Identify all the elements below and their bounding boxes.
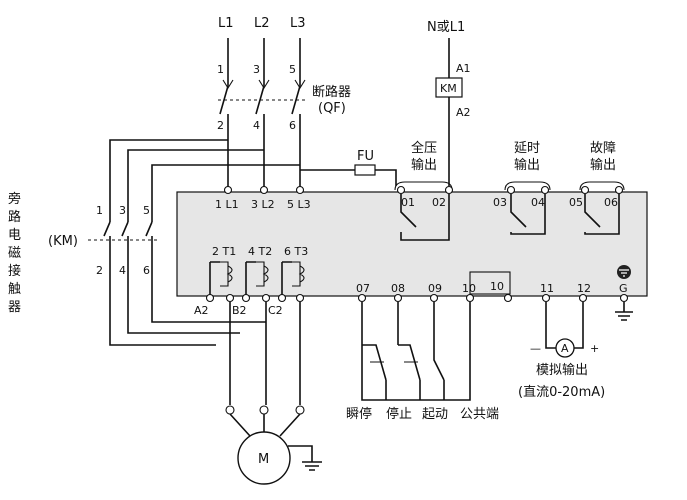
analog-range: (直流0-20mA) <box>518 385 605 400</box>
bypass-contactor-km: 旁 路 电 磁 接 触 器 (KM) 1 3 5 2 4 6 <box>8 191 158 315</box>
terminal-08-label: 08 <box>391 282 405 295</box>
input-label-l3: 5 L3 <box>287 198 311 211</box>
km-pin-4: 4 <box>119 264 126 277</box>
bypass-char-4: 磁 <box>8 246 21 261</box>
input-terminal-l2 <box>259 185 269 195</box>
terminal-12-label: 12 <box>577 282 591 295</box>
contact-02-label: 02 <box>432 196 446 209</box>
motor-label: M <box>258 452 269 467</box>
breaker-code: (QF) <box>318 101 346 116</box>
qf-pin-3: 3 <box>253 63 260 76</box>
analog-plus: + <box>590 342 599 355</box>
ammeter-label: A <box>561 342 569 355</box>
terminal-07-label: 07 <box>356 282 370 295</box>
terminal-11-label: 11 <box>540 282 554 295</box>
km-pin-1: 1 <box>96 204 103 217</box>
km-pin-5: 5 <box>143 204 150 217</box>
motor-feed: M <box>225 302 322 485</box>
bypass-char-6: 触 <box>8 282 21 297</box>
km-pin-6: 6 <box>143 264 150 277</box>
circuit-breaker-qf: 1 3 5 2 4 6 断路器 (QF) <box>217 38 351 188</box>
contact-06-label: 06 <box>604 196 618 209</box>
qf-pin-5: 5 <box>289 63 296 76</box>
input-label-l1: 1 L1 <box>215 198 239 211</box>
bypass-term-b2-label: B2 <box>232 304 247 317</box>
soft-starter-unit <box>176 191 648 297</box>
delay-label-2: 输出 <box>514 157 540 173</box>
ammeter-icon <box>555 338 575 358</box>
common-label: 公共端 <box>460 407 499 422</box>
contact-01-label: 01 <box>401 196 415 209</box>
coil-label: KM <box>440 82 457 95</box>
bypass-terminal-b2 <box>241 293 251 303</box>
fault-output-relay: 故障 输出 05 06 <box>569 141 625 235</box>
terminal-10b-label: 10 <box>490 280 504 293</box>
instant-stop-label: 瞬停 <box>346 406 372 422</box>
bypass-term-a2-label: A2 <box>194 304 209 317</box>
bypass-char-2: 路 <box>8 209 21 225</box>
coil-a2-label: A2 <box>456 106 471 119</box>
analog-minus: — <box>530 342 541 355</box>
coil-a1-label: A1 <box>456 62 471 75</box>
output-label-t2: 4 T2 <box>248 245 272 258</box>
line-l2-label: L2 <box>254 16 270 31</box>
qf-pin-4: 4 <box>253 119 260 132</box>
bypass-term-c2-label: C2 <box>268 304 283 317</box>
control-terminals: 07 08 09 10 10 11 12 G <box>356 265 633 321</box>
contact-05-label: 05 <box>569 196 583 209</box>
line-l3-label: L3 <box>290 16 306 31</box>
input-terminal-l3 <box>295 185 305 195</box>
input-terminal-l1 <box>223 185 233 195</box>
bypass-char-7: 器 <box>8 300 21 315</box>
delay-label-1: 延时 <box>514 141 540 156</box>
full-voltage-label-2: 输出 <box>411 157 437 173</box>
full-voltage-output-relay: 全压 输出 01 02 <box>394 140 454 241</box>
terminal-10a-label: 10 <box>462 282 476 295</box>
bypass-code: (KM) <box>48 234 78 249</box>
analog-label: 模拟输出 <box>536 362 588 378</box>
line-l1-label: L1 <box>218 16 234 31</box>
bypass-terminal-a2 <box>205 293 215 303</box>
start-label: 起动 <box>422 407 448 422</box>
ground-icon <box>617 265 631 279</box>
fault-label-1: 故障 <box>590 141 616 156</box>
qf-pin-6: 6 <box>289 119 296 132</box>
breaker-label: 断路器 <box>312 84 351 100</box>
motor <box>237 431 291 485</box>
contact-03-label: 03 <box>493 196 507 209</box>
fault-label-2: 输出 <box>590 157 616 173</box>
bypass-char-1: 旁 <box>8 191 21 207</box>
km-pin-3: 3 <box>119 204 126 217</box>
bypass-char-5: 接 <box>8 263 21 279</box>
stop-label: 停止 <box>386 406 412 422</box>
line-n-label: N或L1 <box>427 20 465 35</box>
output-label-t1: 2 T1 <box>212 245 236 258</box>
qf-pin-2: 2 <box>217 119 224 132</box>
output-label-t3: 6 T3 <box>284 245 308 258</box>
contact-04-label: 04 <box>531 196 545 209</box>
fuse-fu <box>354 164 376 176</box>
current-transformers <box>209 261 305 296</box>
fuse-label: FU <box>357 149 374 164</box>
bypass-char-3: 电 <box>8 228 21 243</box>
control-buttons: 瞬停 停止 起动 公共端 <box>346 302 499 422</box>
analog-output: A — + 模拟输出 (直流0-20mA) <box>518 302 605 400</box>
input-label-l2: 3 L2 <box>251 198 275 211</box>
bypass-terminal-c2 <box>277 293 287 303</box>
terminal-g-label: G <box>619 282 628 295</box>
delay-output-relay: 延时 输出 03 04 <box>493 141 551 235</box>
qf-pin-1: 1 <box>217 63 224 76</box>
km-coil <box>435 77 463 98</box>
km-pin-2: 2 <box>96 264 103 277</box>
full-voltage-label-1: 全压 <box>411 140 437 156</box>
terminal-09-label: 09 <box>428 282 442 295</box>
